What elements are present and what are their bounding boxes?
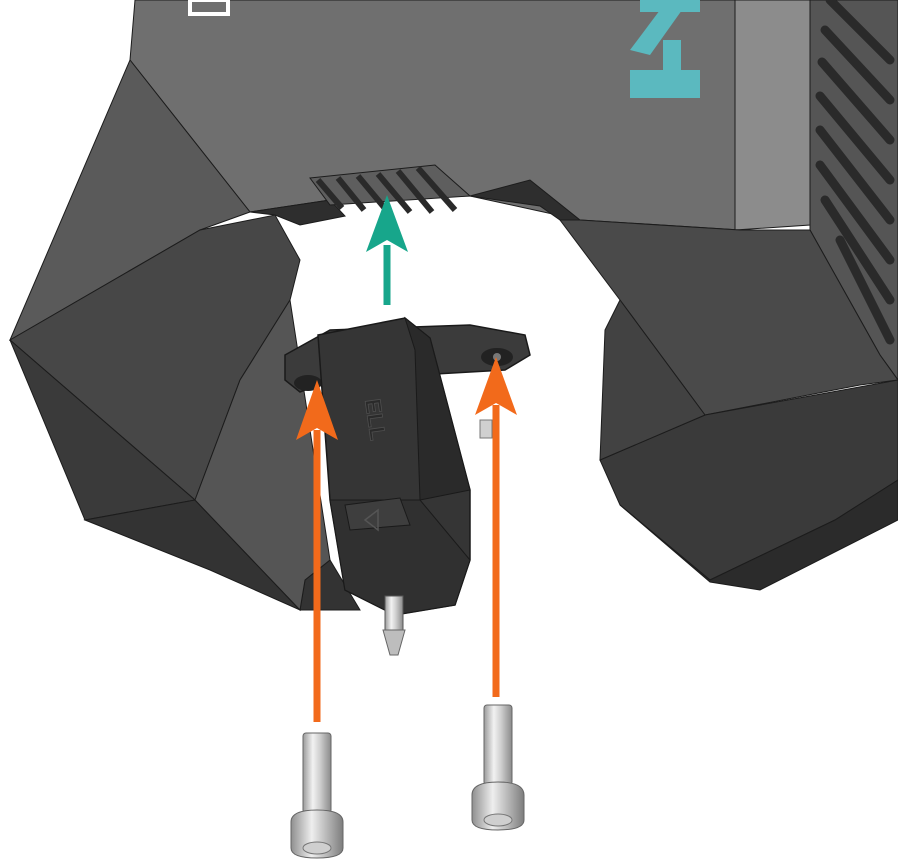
housing-window: [188, 0, 230, 16]
screw-arrow-right: [475, 357, 517, 697]
screw-arrow-left: [296, 380, 338, 722]
screw-right: [471, 704, 525, 831]
hotend-assembly: ELL: [284, 316, 531, 656]
hotend-mark: ELL: [360, 397, 391, 442]
insert-arrow: [366, 195, 408, 305]
brand-logo: [630, 0, 700, 98]
heatsink-fins: [815, 0, 895, 345]
nozzle-cooling-fins: [309, 164, 472, 214]
brand-logo-text: K: [0, 0, 1, 1]
screw-left: [290, 732, 344, 859]
nozzle: [382, 595, 406, 656]
toolhead-housing: [8, 0, 898, 612]
